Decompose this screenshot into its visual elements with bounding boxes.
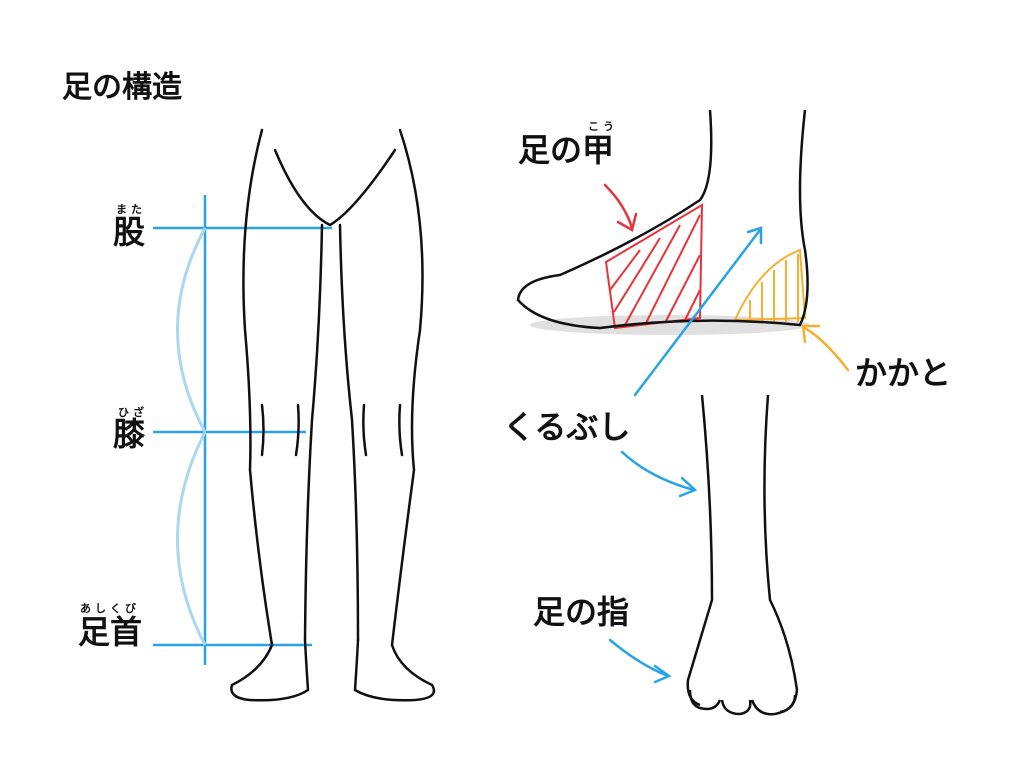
heel-arrow — [801, 324, 850, 372]
arrows — [603, 183, 850, 684]
ankle-bone-arrow-up — [633, 226, 763, 397]
ankle-bone-label: くるぶし — [503, 408, 631, 446]
instep-label: 足の甲 — [518, 131, 615, 169]
knee-ruby: ひざ — [118, 406, 148, 419]
toes-label: 足の指 — [533, 593, 630, 631]
side-foot — [516, 109, 810, 335]
knee-label: 膝 — [113, 415, 146, 453]
front-foot — [686, 394, 799, 716]
ankle-ruby: あしくび — [80, 602, 140, 615]
heel-label: かかと — [855, 354, 952, 392]
hip-ruby: また — [116, 203, 146, 216]
front-legs — [230, 128, 436, 702]
ankle-label: 足首 — [78, 613, 143, 651]
page-title: 足の構造 — [62, 70, 182, 105]
toes-arrow — [608, 638, 672, 684]
instep-ruby: こう — [588, 120, 618, 133]
ankle-bone-arrow-down — [620, 450, 698, 498]
hip-label: 股 — [113, 213, 146, 251]
length-arcs — [176, 227, 207, 646]
instep-arrow — [603, 183, 638, 232]
